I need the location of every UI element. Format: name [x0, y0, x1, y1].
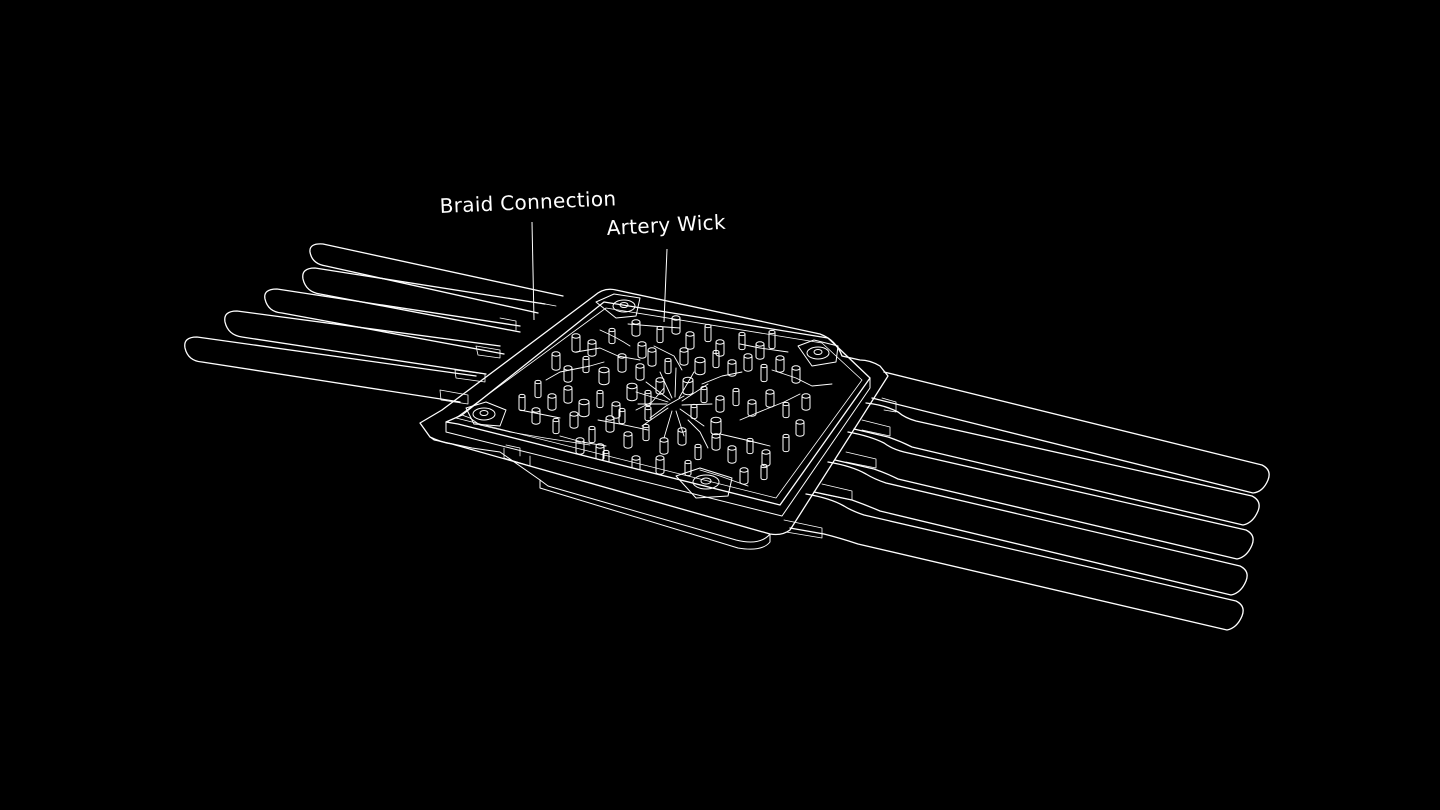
corner-boss-left — [465, 401, 507, 427]
wick-pillar — [656, 325, 664, 344]
vapor-chamber-plate — [419, 288, 889, 550]
wick-pillar — [608, 327, 616, 345]
wick-pillar — [682, 376, 694, 396]
wick-pillar — [588, 425, 596, 444]
wick-pillar — [738, 331, 746, 351]
wick-pillar — [685, 331, 695, 350]
wick-pillar — [694, 443, 702, 461]
wick-pillar — [552, 417, 560, 435]
left-pipe-1 — [309, 243, 564, 314]
right-pipe-1 — [871, 371, 1270, 494]
wick-pillar — [617, 353, 627, 373]
wick-pillar — [664, 357, 672, 375]
wick-pillar — [782, 401, 790, 419]
callouts: Braid Connection Artery Wick — [439, 186, 726, 323]
wick-pillar — [791, 365, 801, 384]
wick-pillar — [534, 379, 542, 399]
corner-boss-top — [595, 293, 641, 319]
wick-pillar — [775, 355, 785, 373]
wick-pillar — [690, 403, 698, 420]
wick-pillar — [644, 405, 652, 422]
wick-pillar — [765, 389, 775, 408]
wick-pillar — [747, 399, 757, 417]
wick-pillar — [595, 443, 605, 461]
wick-pillar — [755, 341, 765, 360]
wick-pillar — [739, 467, 749, 485]
wick-pillar — [623, 431, 633, 449]
wick-pillar — [727, 359, 737, 377]
wick-pillar — [647, 347, 657, 367]
wick-pillar — [782, 433, 790, 453]
wick-pillar — [768, 329, 776, 350]
wick-pillar — [642, 423, 650, 442]
wick-pillar — [801, 393, 811, 411]
left-pipe-4 — [224, 310, 501, 375]
wick-pillar — [605, 415, 615, 433]
right-pipe-3 — [834, 431, 1254, 560]
right-heat-pipes — [783, 371, 1270, 631]
wick-pillar — [626, 382, 638, 402]
left-pipe-3 — [264, 288, 521, 355]
wick-pillar — [761, 449, 771, 467]
wick-pillar — [715, 395, 725, 413]
left-heat-pipes — [184, 243, 564, 405]
wick-pillar — [531, 407, 541, 425]
wick-pillar — [704, 323, 712, 343]
wick-pillar — [760, 363, 768, 383]
wick-pillar — [671, 315, 681, 335]
wick-pillar — [596, 389, 604, 409]
left-pipe-5 — [184, 336, 477, 403]
wick-pillar — [795, 419, 805, 437]
corner-boss-bottom — [675, 467, 733, 499]
wick-pillar — [677, 427, 687, 446]
wick-pillar — [635, 363, 645, 381]
wick-pillar — [710, 416, 722, 436]
wick-pillar — [727, 445, 737, 464]
wick-pillar — [694, 356, 706, 376]
wick-pillar — [679, 347, 689, 366]
artery-wick-leader — [663, 248, 668, 323]
wick-pillar — [732, 387, 740, 407]
wick-pillar — [743, 353, 753, 372]
wick-pillar — [587, 339, 597, 357]
wick-pillar — [571, 333, 581, 353]
wick-pillar — [598, 366, 610, 386]
wick-pillar — [655, 455, 665, 475]
wick-pillar — [618, 407, 626, 425]
wick-pillar — [684, 459, 692, 477]
wick-pillar — [582, 355, 590, 374]
wick-pillar — [631, 319, 641, 337]
corner-boss-right — [797, 339, 839, 367]
right-pipe-4 — [813, 461, 1248, 596]
wick-pillar — [578, 398, 590, 418]
wick-tray — [445, 301, 871, 517]
wick-pillar — [518, 393, 526, 412]
wick-pillar — [575, 437, 585, 455]
braid-connection-leader — [531, 221, 535, 321]
wick-pillar — [746, 437, 754, 455]
wick-pillar — [711, 433, 721, 451]
wick-pillar — [655, 377, 665, 395]
wick-pillar — [760, 463, 768, 481]
wick-pillar — [659, 437, 669, 455]
wick-pillars — [518, 315, 811, 485]
wick-pillar — [644, 389, 652, 407]
wick-pillar — [547, 393, 557, 411]
wick-pillar — [569, 411, 579, 429]
wick-pillar — [563, 365, 573, 383]
right-pipe-2 — [853, 402, 1260, 526]
right-pipe-5 — [789, 493, 1244, 631]
artery-wick-label: Artery Wick — [606, 210, 726, 240]
left-pipe-2 — [302, 267, 546, 333]
wick-pillar — [563, 385, 573, 404]
wick-pillar — [637, 341, 647, 359]
braid-connection-label: Braid Connection — [439, 186, 617, 218]
wick-pillar — [700, 385, 708, 404]
corner-bosses — [465, 293, 839, 499]
wick-pillar — [551, 351, 561, 371]
wick-pillar — [712, 349, 720, 369]
